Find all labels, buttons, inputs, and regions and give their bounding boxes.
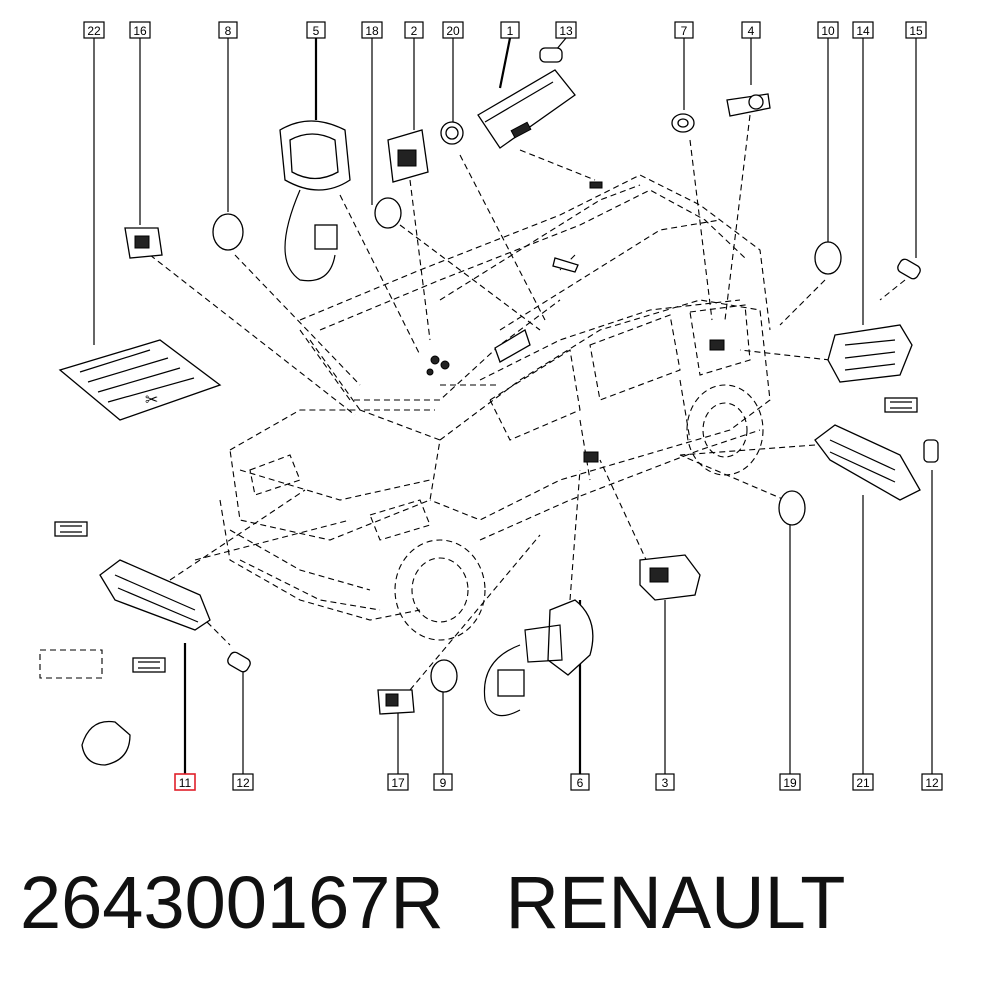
svg-text:9: 9 [440, 776, 447, 790]
part-number: 264300167R [20, 861, 444, 944]
callout-17: 17 [387, 773, 409, 791]
sensor-part [726, 93, 771, 117]
grommet-part [778, 490, 806, 526]
bulb-reference-part [39, 649, 166, 766]
harness-module-part [279, 120, 351, 282]
dome-lamp-part [477, 69, 576, 149]
leader-lines [149, 114, 906, 691]
callout-18: 18 [361, 21, 383, 39]
grommet-part [430, 659, 458, 693]
svg-text:11: 11 [179, 776, 192, 790]
svg-text:7: 7 [681, 24, 688, 38]
svg-text:15: 15 [909, 24, 923, 38]
callout-12-left: 12 [232, 773, 254, 791]
ring-grommet-part [440, 121, 464, 145]
svg-text:22: 22 [87, 24, 101, 38]
callout-22: 22 [83, 21, 105, 39]
rear-lamp-part [814, 397, 939, 501]
callout-2: 2 [404, 21, 424, 39]
svg-text:10: 10 [821, 24, 835, 38]
part-caption: 264300167R RENAULT [20, 860, 845, 950]
svg-text:21: 21 [856, 776, 870, 790]
svg-text:13: 13 [559, 24, 573, 38]
bulb-part [539, 47, 563, 63]
svg-text:17: 17 [391, 776, 405, 790]
harness-module-part [483, 599, 594, 717]
callout-16: 16 [129, 21, 151, 39]
connector-part [639, 554, 701, 601]
svg-text:4: 4 [748, 24, 755, 38]
svg-text:2: 2 [411, 24, 418, 38]
rear-lamp-part [827, 324, 913, 383]
brand-name: RENAULT [505, 861, 846, 944]
callout-5: 5 [306, 21, 326, 39]
svg-text:8: 8 [225, 24, 232, 38]
svg-text:18: 18 [365, 24, 379, 38]
bulb-part [227, 651, 251, 673]
grommet-part [814, 241, 842, 275]
svg-text:5: 5 [313, 24, 320, 38]
svg-text:✂: ✂ [145, 390, 158, 409]
svg-text:12: 12 [236, 776, 250, 790]
switch-part [387, 129, 429, 183]
bulb-socket-part [377, 689, 415, 715]
svg-text:16: 16 [133, 24, 147, 38]
svg-text:1: 1 [507, 24, 514, 38]
callout-21: 21 [852, 773, 874, 791]
callout-19: 19 [779, 773, 801, 791]
parts-diagram: ✂ [39, 21, 943, 791]
vehicle-outline [219, 174, 771, 641]
callout-6: 6 [570, 773, 590, 791]
body-clips [426, 181, 725, 463]
svg-text:14: 14 [856, 24, 870, 38]
label-sheet-part: ✂ [58, 339, 222, 421]
callout-4: 4 [741, 21, 761, 39]
callout-10: 10 [817, 21, 839, 39]
grommet-part [374, 197, 402, 229]
fog-lamp-part [54, 521, 211, 631]
callout-3: 3 [655, 773, 675, 791]
svg-text:20: 20 [446, 24, 460, 38]
callout-1: 1 [500, 21, 520, 39]
ring-grommet-part [671, 113, 695, 133]
callout-12-right: 12 [921, 773, 943, 791]
callout-lines [93, 37, 933, 775]
bulb-part [897, 258, 921, 280]
grommet-part [212, 213, 244, 251]
caption-gap [444, 861, 506, 944]
callout-7: 7 [674, 21, 694, 39]
svg-text:12: 12 [925, 776, 939, 790]
callout-20: 20 [442, 21, 464, 39]
svg-text:6: 6 [577, 776, 584, 790]
callout-15: 15 [905, 21, 927, 39]
svg-text:19: 19 [783, 776, 797, 790]
callout-13: 13 [555, 21, 577, 39]
callout-9: 9 [433, 773, 453, 791]
callout-14: 14 [852, 21, 874, 39]
bulb-socket-part [124, 227, 163, 259]
svg-text:3: 3 [662, 776, 669, 790]
callout-11: 11 [174, 773, 196, 791]
callout-8: 8 [218, 21, 238, 39]
